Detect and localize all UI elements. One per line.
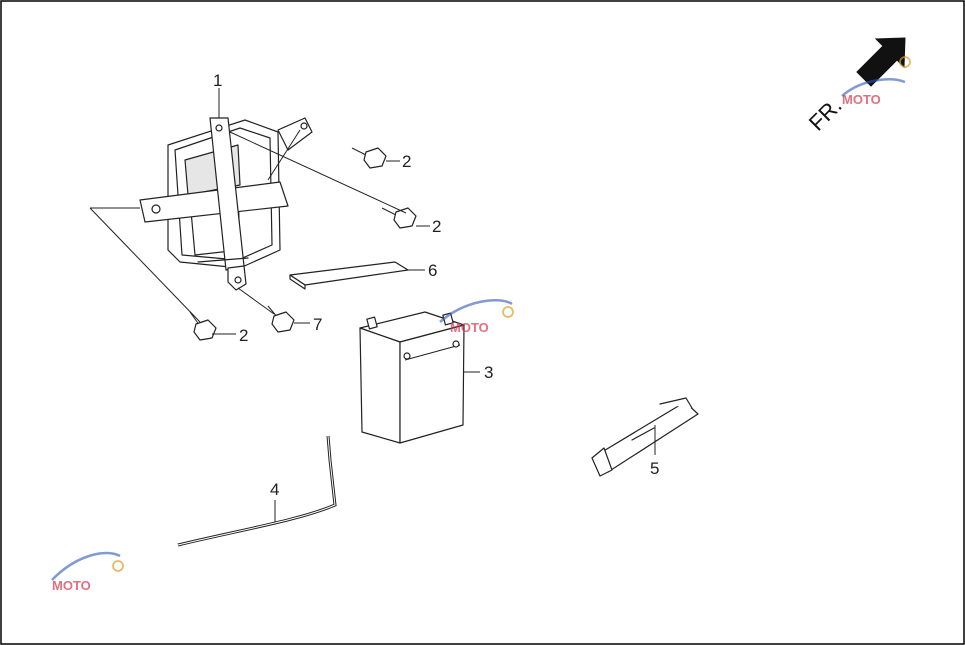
bolt-lower-left bbox=[189, 311, 217, 341]
callout-5: 5 bbox=[650, 459, 659, 478]
watermark-text: MOTO bbox=[842, 92, 881, 107]
watermark-bottom-left: MOTO bbox=[51, 551, 124, 593]
callout-4: 4 bbox=[270, 480, 279, 499]
callout-6: 6 bbox=[428, 261, 437, 280]
battery-strap bbox=[591, 397, 699, 477]
gear-icon bbox=[502, 306, 514, 318]
bolt-upper-right bbox=[351, 147, 387, 169]
callout-labels: 1 2 2 2 3 4 5 6 7 bbox=[213, 71, 659, 499]
bolt-lower-middle bbox=[267, 305, 295, 333]
callout-1: 1 bbox=[213, 71, 222, 90]
callout-7: 7 bbox=[313, 315, 322, 334]
watermark-center: MOTO bbox=[439, 298, 514, 335]
gear-icon bbox=[112, 560, 124, 572]
battery-bracket bbox=[139, 117, 313, 291]
watermark-top-right: MOTO bbox=[841, 56, 911, 107]
watermark-text: MOTO bbox=[52, 578, 91, 593]
leader-lines bbox=[89, 88, 656, 522]
battery-pad bbox=[289, 261, 409, 290]
front-label: FR. bbox=[804, 93, 847, 136]
gear-icon bbox=[899, 56, 911, 68]
bolt-middle-right bbox=[381, 207, 417, 229]
callout-3: 3 bbox=[484, 363, 493, 382]
callout-2-upper: 2 bbox=[402, 152, 411, 171]
watermark-text: MOTO bbox=[450, 320, 489, 335]
callout-2-lower: 2 bbox=[239, 326, 248, 345]
callout-2-middle: 2 bbox=[432, 217, 441, 236]
breather-tube bbox=[177, 435, 337, 547]
battery bbox=[359, 311, 465, 444]
